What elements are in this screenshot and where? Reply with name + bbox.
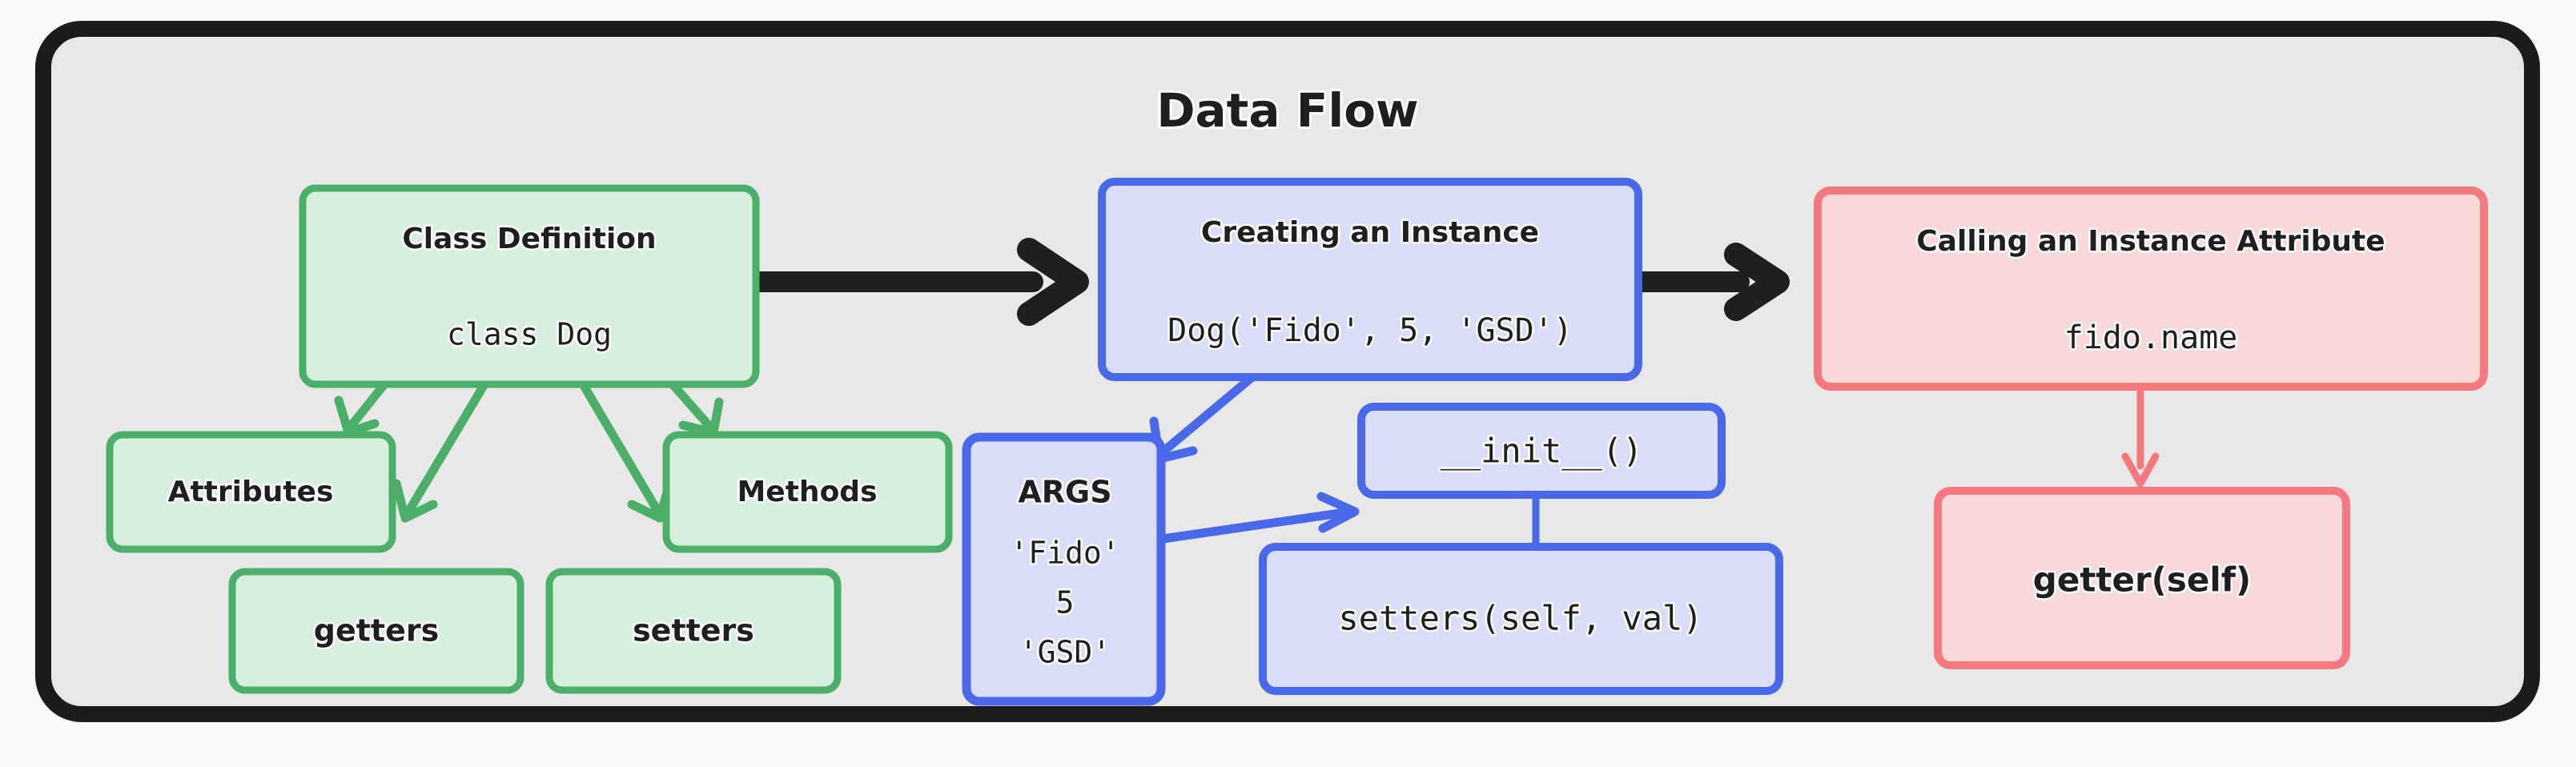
node-creating-an-instance-box[interactable] bbox=[1098, 178, 1642, 381]
node-attributes[interactable]: Attributes bbox=[106, 431, 396, 553]
diagram-title: Data Flow bbox=[1156, 83, 1418, 138]
node-args[interactable]: ARGS 'Fido' 5 'GSD' bbox=[962, 432, 1166, 706]
node-calling-an-instance-attribute[interactable]: Calling an Instance Attribute fido.name bbox=[1814, 187, 2488, 391]
node-attributes-title: Attributes bbox=[168, 476, 334, 508]
node-args-line1: 'Fido' bbox=[1010, 536, 1119, 571]
node-setters-title: setters bbox=[633, 613, 754, 649]
node-args-line2: 5 bbox=[1056, 585, 1075, 620]
edge-args-to-init bbox=[1158, 492, 1360, 544]
node-getters[interactable]: getters bbox=[228, 568, 524, 694]
edge-creating-an-instance-to-calling-an-instance-attribute bbox=[1626, 243, 1790, 321]
node-getters-title: getters bbox=[314, 613, 439, 649]
node-setters-box[interactable] bbox=[545, 568, 842, 694]
node-class-definition-title: Class Definition bbox=[402, 223, 656, 255]
node-class-definition-code: class Dog bbox=[447, 317, 612, 352]
node-calling-an-instance-attribute-title: Calling an Instance Attribute bbox=[1916, 225, 2385, 258]
node-args-title: ARGS bbox=[1018, 475, 1111, 510]
node-creating-an-instance[interactable]: Creating an Instance Dog('Fido', 5, 'GSD… bbox=[1098, 178, 1642, 381]
node-args-line3: 'GSD' bbox=[1019, 635, 1111, 670]
node-getter-self-box[interactable] bbox=[1934, 487, 2350, 669]
node-class-definition-box[interactable] bbox=[299, 184, 760, 388]
node-getters-box[interactable] bbox=[228, 568, 524, 694]
node-creating-an-instance-code: Dog('Fido', 5, 'GSD') bbox=[1167, 312, 1573, 349]
node-calling-an-instance-attribute-code: fido.name bbox=[2064, 319, 2238, 356]
edge-class-definition-to-getters bbox=[392, 379, 489, 523]
node-init-box[interactable] bbox=[1357, 403, 1726, 499]
node-setters-method-box[interactable] bbox=[1259, 543, 1783, 695]
node-methods[interactable]: Methods bbox=[662, 431, 953, 553]
node-methods-title: Methods bbox=[737, 476, 877, 508]
node-init-code: __init__() bbox=[1441, 432, 1643, 471]
node-methods-box[interactable] bbox=[662, 431, 953, 553]
node-creating-an-instance-title: Creating an Instance bbox=[1201, 216, 1539, 249]
node-getter-self-title: getter(self) bbox=[2033, 560, 2251, 600]
edge-calling-an-instance-attribute-to-getter-self bbox=[2121, 383, 2160, 488]
node-setters-method[interactable]: setters(self, val) bbox=[1259, 543, 1783, 695]
node-getter-self[interactable]: getter(self) bbox=[1934, 487, 2350, 669]
node-class-definition[interactable]: Class Definition class Dog bbox=[299, 184, 760, 388]
node-calling-an-instance-attribute-box[interactable] bbox=[1814, 187, 2488, 391]
node-attributes-box[interactable] bbox=[106, 431, 396, 553]
node-init[interactable]: __init__() bbox=[1357, 403, 1726, 499]
node-setters[interactable]: setters bbox=[545, 568, 842, 694]
node-setters-method-code: setters(self, val) bbox=[1338, 599, 1702, 638]
node-args-box[interactable] bbox=[962, 432, 1166, 706]
edge-class-definition-to-creating-an-instance bbox=[746, 238, 1089, 326]
